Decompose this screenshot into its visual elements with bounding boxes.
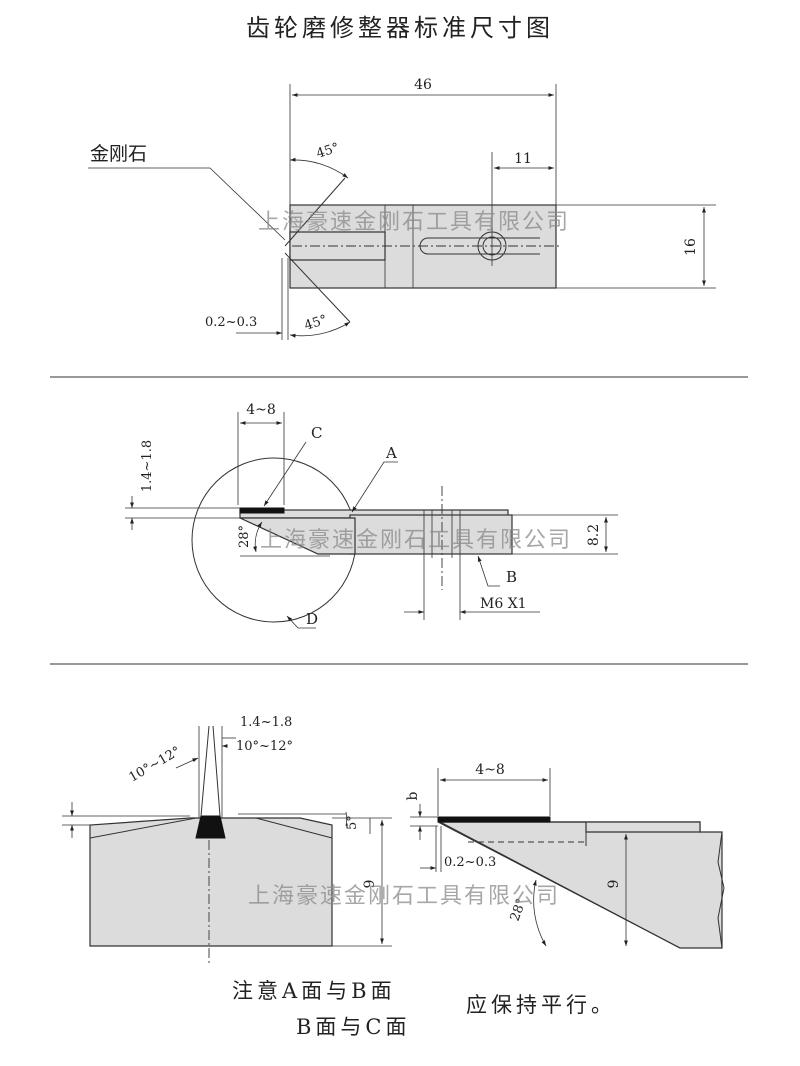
note-line1b: 应保持平行。 xyxy=(466,993,616,1017)
holder-wedge xyxy=(239,517,356,555)
dim-thickness-1.4-1.8: 1.4~1.8 xyxy=(140,440,155,492)
label-c: C xyxy=(311,424,322,442)
watermark: 上海豪速金刚石工具有限公司 xyxy=(258,210,570,235)
dim-width-4-8: 4~8 xyxy=(475,762,505,778)
diamond-plate xyxy=(437,816,551,823)
angle-28: 28° xyxy=(237,525,252,548)
label-d: D xyxy=(306,610,318,628)
angle-top-45: 45° xyxy=(315,140,342,161)
dim-height-16: 16 xyxy=(683,238,699,256)
dim-b: b xyxy=(405,791,421,800)
dim-width-4-8: 4~8 xyxy=(246,402,276,418)
view-front: 1.4~1.8 10°~12° 10°~12° 5° 9 xyxy=(62,715,392,964)
watermark: 上海豪速金刚石工具有限公司 xyxy=(260,528,572,553)
view-top: 46 11 16 45° 45° 0.2~0.3 金刚石 上海豪速金刚石工具有限… xyxy=(88,77,716,340)
dim-height-8.2: 8.2 xyxy=(586,524,602,546)
dim-slot-11: 11 xyxy=(514,151,532,167)
angle-left-10-12: 10°~12° xyxy=(127,744,184,785)
diamond-c xyxy=(239,507,285,514)
gap-0.2-0.3: 0.2~0.3 xyxy=(444,855,496,870)
tool-front-body xyxy=(89,817,333,947)
label-diamond: 金刚石 xyxy=(90,143,147,165)
dim-length-46: 46 xyxy=(414,77,432,93)
dim-thickness-1.4-1.8: 1.4~1.8 xyxy=(240,715,292,730)
thread-m6x1: M6 X1 xyxy=(480,596,527,612)
angle-side-5: 5° xyxy=(345,815,360,830)
dim-height-9: 9 xyxy=(606,880,622,889)
page-title: 齿轮磨修整器标准尺寸图 xyxy=(246,14,554,42)
angle-right-10-12: 10°~12° xyxy=(236,739,293,754)
diamond-tip xyxy=(195,815,226,839)
note-line1a: 注意A面与B面 xyxy=(232,979,396,1003)
angle-bottom-45: 45° xyxy=(303,312,330,333)
view-side: 4~8 1.4~1.8 28° 8.2 M6 X1 A B C D 上海豪速金刚… xyxy=(125,402,618,629)
tool-side-body xyxy=(349,514,513,555)
gap-0.2-0.3: 0.2~0.3 xyxy=(205,315,257,330)
watermark: 上海豪速金刚石工具有限公司 xyxy=(248,884,560,909)
angle-28: 28° xyxy=(508,897,530,924)
note-line2: B面与C面 xyxy=(296,1015,411,1039)
label-b: B xyxy=(506,568,517,586)
dim-height-9: 9 xyxy=(362,880,378,889)
view-side-section: 4~8 b 0.2~0.3 28° 9 xyxy=(405,762,725,949)
label-a: A xyxy=(385,444,397,462)
